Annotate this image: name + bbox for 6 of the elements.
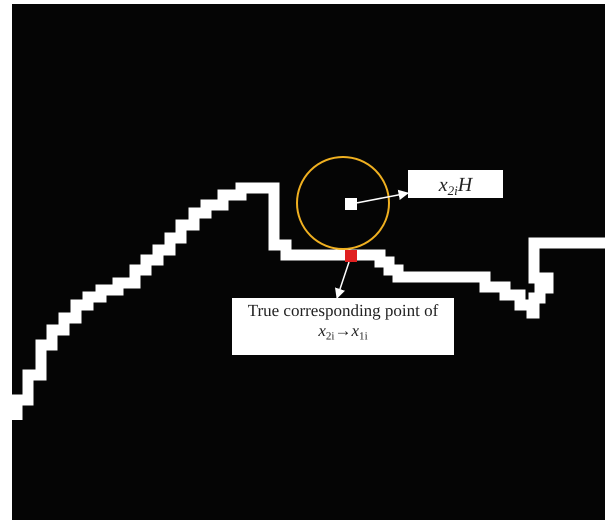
arrow (335, 262, 350, 299)
point-label: True corresponding point of x$_{2i}$→x$_{1i}$ (232, 298, 454, 355)
corresponding-point-marker (345, 250, 357, 262)
arrow (356, 190, 410, 204)
point-label: x$_{2i}$H (408, 170, 503, 198)
projected-point-marker (345, 198, 357, 210)
